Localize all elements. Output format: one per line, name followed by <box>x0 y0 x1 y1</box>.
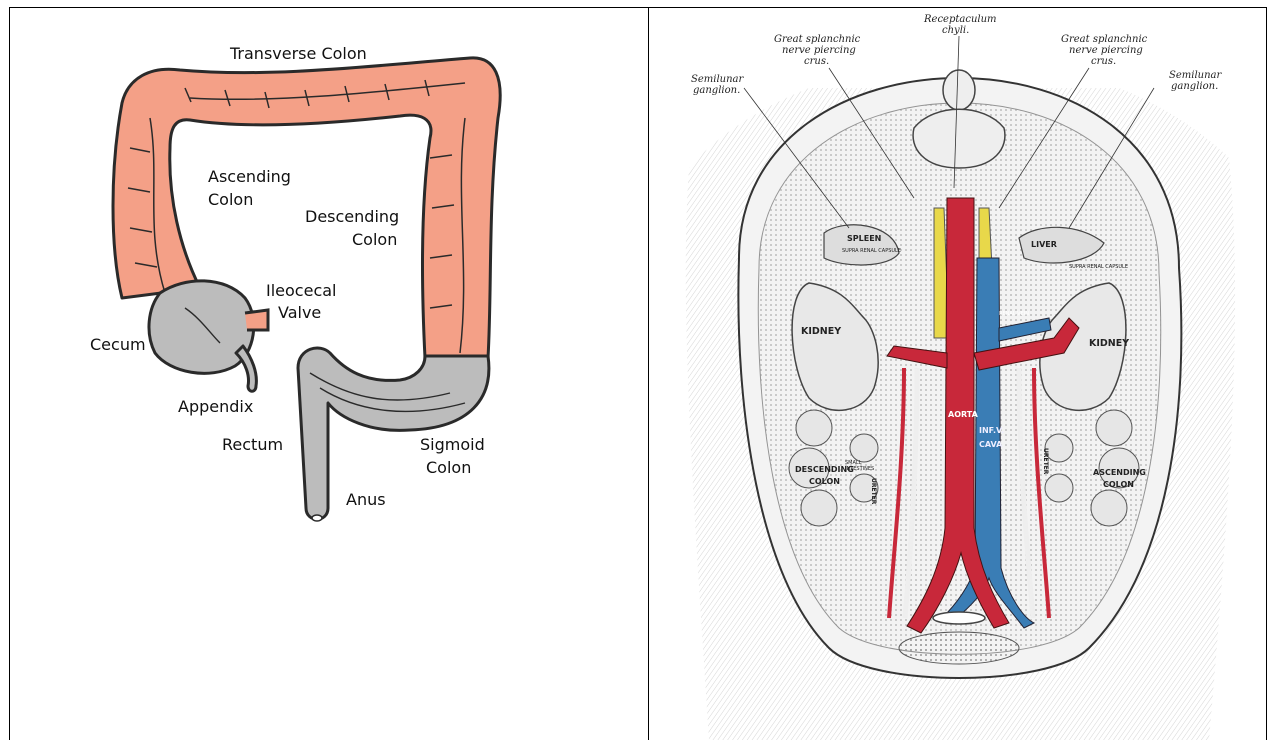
label-descending-colon-1: Descending <box>305 206 399 228</box>
label-ascending-colon-2: Colon <box>208 189 253 211</box>
organ-descending-colon-2: COLON <box>809 477 840 486</box>
label-receptaculum-1: Receptaculum <box>924 14 997 25</box>
organ-aorta: AORTA <box>948 410 978 419</box>
label-transverse-colon: Transverse Colon <box>230 43 367 65</box>
label-semilunar-right-2: ganglion. <box>1171 81 1218 92</box>
organ-liver: LIVER <box>1031 240 1057 249</box>
label-splanchnic-left-3: crus. <box>804 56 829 67</box>
appendix-shape <box>236 346 256 391</box>
label-cecum: Cecum <box>90 334 146 356</box>
label-ascending-colon-1: Ascending <box>208 166 291 188</box>
organ-kidney-right: KIDNEY <box>1089 338 1129 349</box>
label-receptaculum-2: chyli. <box>942 25 969 36</box>
label-semilunar-left-1: Semilunar <box>691 74 743 85</box>
label-ileocecal-valve-2: Valve <box>278 302 321 324</box>
colon-illustration <box>10 8 648 740</box>
organ-renal-vein: RENAL VEIN <box>999 311 1029 317</box>
label-appendix: Appendix <box>178 396 253 418</box>
organ-ureter-right: URETER <box>1042 448 1049 474</box>
label-rectum: Rectum <box>222 434 283 456</box>
label-splanchnic-left-2: nerve piercing <box>782 45 856 56</box>
organ-kidney-left: KIDNEY <box>801 326 841 337</box>
label-splanchnic-right-3: crus. <box>1091 56 1116 67</box>
label-semilunar-right-1: Semilunar <box>1169 70 1221 81</box>
organ-cava: CAVA <box>979 440 1002 449</box>
organ-ascending-colon-1: ASCENDING <box>1093 468 1146 477</box>
label-sigmoid-colon-1: Sigmoid <box>420 434 485 456</box>
organ-supra-renal-left: SUPRA RENAL CAPSULE <box>842 248 901 254</box>
label-ileocecal-valve-1: Ileocecal <box>266 280 336 302</box>
organ-spleen: SPLEEN <box>847 234 881 243</box>
label-splanchnic-right-2: nerve piercing <box>1069 45 1143 56</box>
label-anus: Anus <box>346 489 386 511</box>
label-splanchnic-right-1: Great splanchnic <box>1061 34 1147 45</box>
organ-small-intestines: SMALL INTESTINES <box>845 460 875 472</box>
organ-inf-v: INF.V. <box>979 426 1004 435</box>
label-descending-colon-2: Colon <box>352 229 397 251</box>
label-splanchnic-left-1: Great splanchnic <box>774 34 860 45</box>
label-sigmoid-colon-2: Colon <box>426 457 471 479</box>
abdomen-engraving <box>649 8 1266 740</box>
organ-ascending-colon-2: COLON <box>1103 480 1134 489</box>
abdominal-anatomy-diagram: Receptaculum chyli. Great splanchnic ner… <box>649 8 1266 740</box>
colon-diagram: Transverse Colon Ascending Colon Descend… <box>10 8 648 740</box>
organ-ureter-left: URETER <box>870 478 877 504</box>
label-semilunar-left-2: ganglion. <box>693 85 740 96</box>
organ-supra-renal-right: SUPRA RENAL CAPSULE <box>1069 264 1128 270</box>
cecum-shape <box>149 281 254 374</box>
